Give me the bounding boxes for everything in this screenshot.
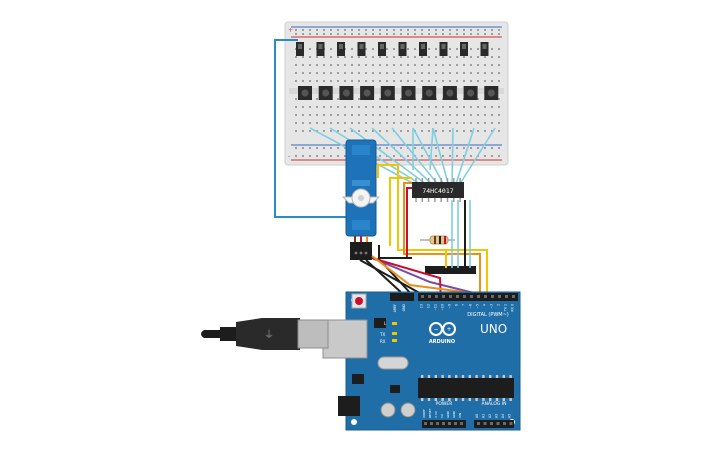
rail-minus-label: - <box>288 153 290 160</box>
resistor-icon <box>420 235 455 245</box>
analog-pin-label: A1 <box>482 414 486 418</box>
breadboard-holes <box>295 29 500 157</box>
digital-pin-label: ~11 <box>434 304 438 311</box>
usb-cable-icon: ⏚ <box>201 318 329 350</box>
servo-connector-pins <box>354 251 368 255</box>
analog-pin-label: A3 <box>495 414 499 418</box>
header-pin-label: AREF <box>393 304 397 312</box>
led-tx-label: TX <box>379 332 385 337</box>
power-jack <box>338 396 360 416</box>
header-pin-label: GND <box>402 303 406 311</box>
servo-motor-icon[interactable] <box>341 139 381 237</box>
model-label: UNO <box>480 322 507 336</box>
digital-pin-label: ~3 <box>490 304 494 309</box>
push-button-icon[interactable] <box>318 86 333 100</box>
analog-pin-label: A4 <box>501 414 505 418</box>
slide-switch-icon[interactable] <box>419 42 427 56</box>
usb-port <box>322 319 368 359</box>
digital-pin-label: ~6 <box>469 304 473 309</box>
pin-header <box>425 200 476 274</box>
slide-switch-icon[interactable] <box>439 42 448 56</box>
digital-pin-label: ~5 <box>476 304 480 309</box>
push-button-icon[interactable] <box>380 86 395 100</box>
digital-pin-label: ~9 <box>448 304 452 309</box>
wire-red-ic <box>406 187 412 259</box>
power-pin-label: RESET <box>428 408 432 418</box>
digital-pin-label: 13 <box>420 304 424 308</box>
power-pin-label: GND <box>446 410 450 418</box>
capacitor-1 <box>380 402 396 418</box>
analog-label: ANALOG IN <box>481 401 506 407</box>
slide-switch-icon[interactable] <box>480 42 489 56</box>
analog-pin-label: A2 <box>488 414 492 418</box>
push-button-icon[interactable] <box>463 86 478 100</box>
ic-label: 74HC4017 <box>422 187 453 195</box>
atmega-chip <box>418 378 514 398</box>
digital-label: DIGITAL (PWM~) <box>467 312 509 318</box>
push-button-row <box>298 86 499 100</box>
crystal <box>377 356 409 370</box>
analog-pin-label: A5 <box>508 414 512 418</box>
usb-symbol-icon: ⏚ <box>264 329 274 341</box>
led-l-label: L <box>384 321 387 326</box>
wire-orange <box>403 182 481 296</box>
wire-yellow <box>377 164 488 296</box>
digital-pin-label: 7 <box>462 304 466 306</box>
power-pin-label: 5V <box>440 413 444 418</box>
analog-header <box>474 420 514 428</box>
digital-pin-label: TX 1 <box>504 304 508 312</box>
svg-text:−: − <box>433 326 438 333</box>
digital-pin-label: 8 <box>455 304 459 306</box>
servo-connector <box>350 242 372 260</box>
analog-pin-label: A0 <box>475 414 479 418</box>
digital-pin-label: 12 <box>427 304 431 308</box>
digital-pin-label: ~10 <box>441 304 445 311</box>
push-button-icon[interactable] <box>484 86 499 100</box>
slide-switch-icon[interactable] <box>296 42 304 56</box>
rail-plus-label: + <box>288 27 293 34</box>
power-pin-label: IOREF <box>422 409 426 418</box>
slide-switch-icon[interactable] <box>460 42 468 56</box>
reset-button-cap[interactable] <box>355 297 363 305</box>
push-button-icon[interactable] <box>298 86 312 100</box>
push-button-icon[interactable] <box>442 86 457 100</box>
capacitor-2 <box>400 402 416 418</box>
slide-switch-icon[interactable] <box>357 42 366 56</box>
wire-blue <box>274 39 352 218</box>
slide-switch-icon[interactable] <box>378 42 386 56</box>
push-button-icon[interactable] <box>401 86 416 100</box>
push-button-icon[interactable] <box>422 86 437 100</box>
digital-header <box>418 293 518 301</box>
ic-chip-icon[interactable]: 74HC4017 <box>412 178 464 202</box>
slide-switch-icon[interactable] <box>316 42 325 56</box>
led-rx-label: RX <box>380 339 386 344</box>
digital-pin-label: 2 <box>497 304 501 306</box>
power-pin-label: VIN <box>458 413 462 418</box>
power-pin-label: 3.3V <box>434 410 438 418</box>
power-label: POWER <box>436 401 453 407</box>
brand-label: ARDUINO <box>429 339 455 345</box>
svg-text:+: + <box>446 326 451 333</box>
power-pin-label: GND <box>452 410 456 418</box>
arduino-logo: − + <box>429 322 456 336</box>
slide-switch-icon[interactable] <box>398 42 407 56</box>
digital-pin-label: RX 0 <box>511 304 515 311</box>
push-button-icon[interactable] <box>339 86 354 100</box>
slide-switch-icon[interactable] <box>337 42 345 56</box>
top-switch-row <box>296 42 489 56</box>
digital-pin-label: 4 <box>483 304 487 306</box>
push-button-icon[interactable] <box>360 86 375 100</box>
